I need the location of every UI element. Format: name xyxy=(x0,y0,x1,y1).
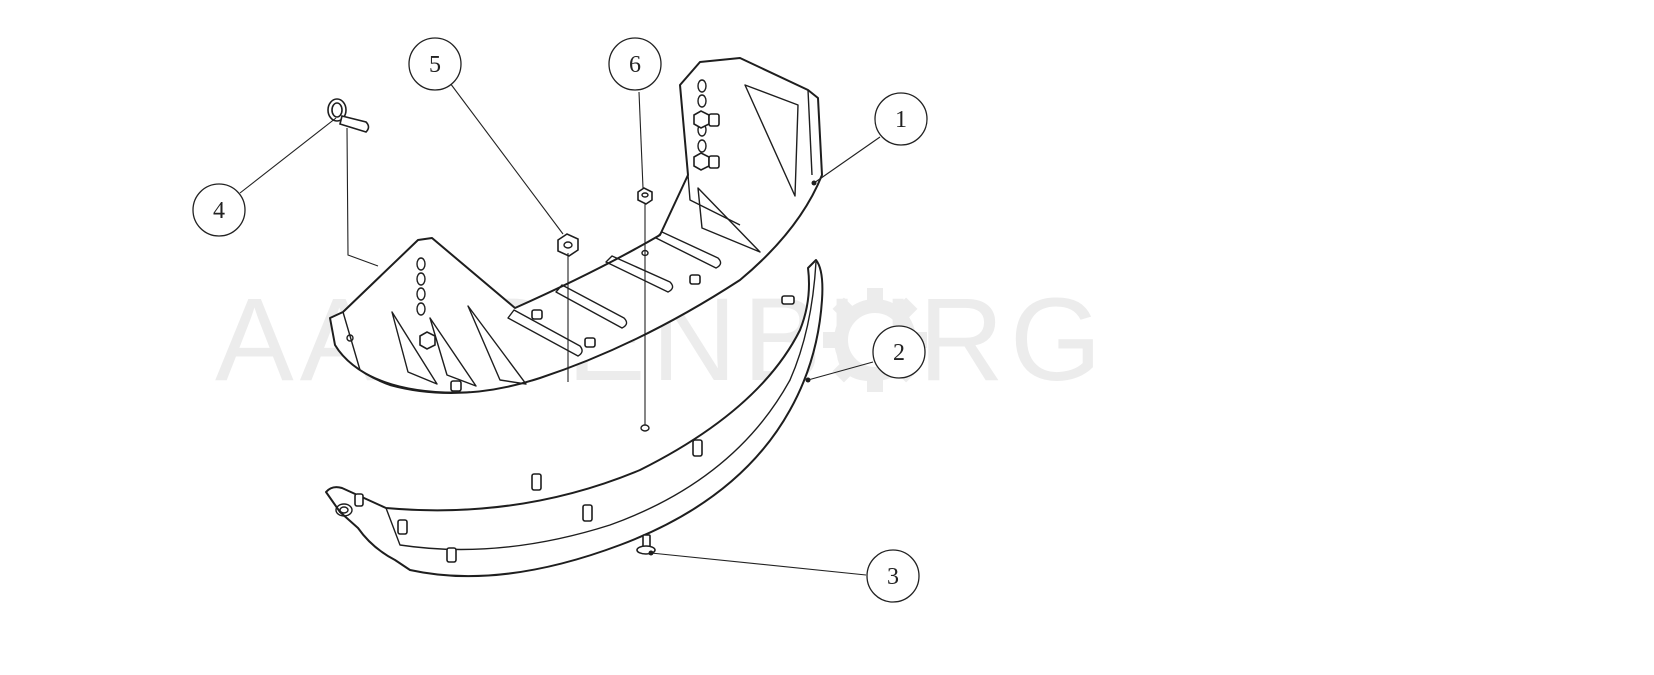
callout-3: 3 xyxy=(866,549,920,603)
plate-pins xyxy=(354,295,795,563)
part-4-carriage-bolt-icon xyxy=(327,98,370,133)
bracket-nuts xyxy=(419,110,720,392)
callout-2-label: 2 xyxy=(893,340,905,366)
bracket-holes xyxy=(346,79,707,342)
callout-4-label: 4 xyxy=(213,198,225,224)
part-6-nut-icon xyxy=(637,187,653,205)
callout-4: 4 xyxy=(192,183,246,237)
part-5-nut-icon xyxy=(557,233,579,257)
callout-6-label: 6 xyxy=(629,52,641,78)
callout-1-label: 1 xyxy=(895,107,907,133)
callout-5: 5 xyxy=(408,37,462,91)
callout-5-label: 5 xyxy=(429,52,441,78)
assembly-lines xyxy=(239,82,881,576)
callout-1: 1 xyxy=(874,92,928,146)
callout-3-label: 3 xyxy=(887,564,899,590)
callout-2: 2 xyxy=(872,325,926,379)
part-2-skid-plate xyxy=(325,259,824,578)
part-1-frame-bracket xyxy=(329,57,823,394)
callout-6: 6 xyxy=(608,37,662,91)
